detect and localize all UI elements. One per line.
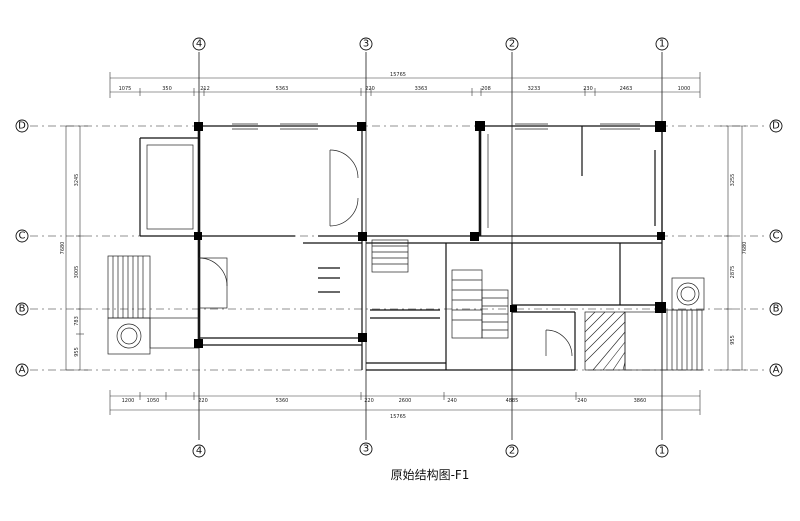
top-dim-seg-10: 2463 — [620, 86, 633, 92]
bottom-dim-seg-9: 240 — [577, 398, 587, 404]
svg-text:D: D — [772, 121, 780, 132]
right-dim-seg-2: 2875 — [730, 266, 736, 279]
right-steps — [661, 277, 705, 371]
left-dim-seg-2: 3005 — [74, 266, 80, 279]
svg-text:2: 2 — [509, 446, 515, 457]
right-dim-seg-3: 955 — [730, 335, 736, 345]
right-dim-seg-1: 3255 — [730, 174, 736, 187]
axis-bubble-2-top: 2 — [505, 37, 519, 51]
bottom-dim-seg-2: 1050 — [147, 398, 160, 404]
top-dim-seg-5: 220 — [365, 86, 375, 92]
top-dim-seg-11: 1000 — [678, 86, 691, 92]
top-dim-seg-8: 3233 — [528, 86, 541, 92]
center-stairs — [371, 239, 509, 339]
left-dim-seg-1: 3245 — [74, 174, 80, 187]
walls-right-block — [366, 123, 663, 371]
axis-bubble-B-right: B — [769, 302, 783, 316]
left-steps — [107, 255, 200, 355]
axis-bubble-2-bottom: 2 — [505, 444, 519, 458]
svg-text:1: 1 — [659, 446, 665, 457]
axis-bubble-D-right: D — [769, 119, 783, 133]
svg-text:B: B — [773, 304, 780, 315]
top-dim-seg-3: 212 — [200, 86, 210, 92]
right-dimension-chain: 3255 2875 955 7680 — [720, 125, 748, 371]
bottom-total-dimension: 15765 — [390, 414, 406, 420]
axis-bubble-D-left: D — [15, 119, 29, 133]
axis-bubble-3-bottom: 3 — [359, 442, 373, 456]
axis-bubble-4-top: 4 — [192, 37, 206, 51]
right-total-dimension: 7680 — [742, 242, 748, 255]
hatched-shaft — [584, 311, 663, 371]
drawing-caption: 原始结构图-F1 — [390, 468, 470, 482]
bottom-dim-seg-7: 240 — [447, 398, 457, 404]
left-total-dimension: 7680 — [60, 242, 66, 255]
svg-text:4: 4 — [196, 446, 202, 457]
svg-text:D: D — [18, 121, 26, 132]
bottom-dim-seg-1: 1200 — [122, 398, 135, 404]
top-dim-seg-1: 1075 — [119, 86, 132, 92]
svg-text:A: A — [19, 365, 26, 376]
svg-text:3: 3 — [363, 39, 369, 50]
svg-text:3: 3 — [363, 444, 369, 455]
axis-bubble-A-right: A — [769, 363, 783, 377]
bottom-dim-seg-5: 220 — [364, 398, 374, 404]
bottom-dim-seg-4: 5360 — [276, 398, 289, 404]
axis-bubble-C-right: C — [769, 229, 783, 243]
bottom-dim-seg-6: 2600 — [399, 398, 412, 404]
svg-text:C: C — [19, 231, 26, 242]
vertical-axis-lines — [198, 52, 663, 440]
axis-bubble-1-top: 1 — [655, 37, 669, 51]
top-dim-seg-4: 5363 — [276, 86, 289, 92]
top-dimension-chain: 15765 1075 350 212 5363 220 3363 208 323… — [109, 72, 701, 98]
axis-bubble-B-left: B — [15, 302, 29, 316]
svg-text:1: 1 — [659, 39, 665, 50]
left-dim-seg-4: 955 — [74, 347, 80, 357]
svg-text:A: A — [773, 365, 780, 376]
walls-left-block — [139, 123, 363, 370]
top-dim-seg-6: 3363 — [415, 86, 428, 92]
svg-text:4: 4 — [196, 39, 202, 50]
axis-bubble-C-left: C — [15, 229, 29, 243]
bottom-dim-seg-10: 3860 — [634, 398, 647, 404]
axis-bubble-3-top: 3 — [359, 37, 373, 51]
bottom-dimension-chain: 1200 1050 220 5360 220 2600 240 4885 240… — [109, 390, 701, 420]
axis-bubble-1-bottom: 1 — [655, 444, 669, 458]
axis-bubble-A-left: A — [15, 363, 29, 377]
bottom-dim-seg-8: 4885 — [506, 398, 519, 404]
top-total-dimension: 15765 — [390, 72, 406, 78]
bottom-dim-seg-3: 220 — [198, 398, 208, 404]
axis-bubble-4-bottom: 4 — [192, 444, 206, 458]
svg-text:C: C — [773, 231, 780, 242]
svg-text:2: 2 — [509, 39, 515, 50]
structural-columns — [194, 121, 666, 348]
left-dimension-chain: 7680 3245 3005 783 955 — [60, 125, 88, 371]
top-dim-seg-2: 350 — [162, 86, 172, 92]
svg-text:B: B — [19, 304, 26, 315]
left-dim-seg-3: 783 — [74, 316, 80, 326]
top-dim-seg-9: 230 — [583, 86, 593, 92]
top-dim-seg-7: 208 — [481, 86, 491, 92]
